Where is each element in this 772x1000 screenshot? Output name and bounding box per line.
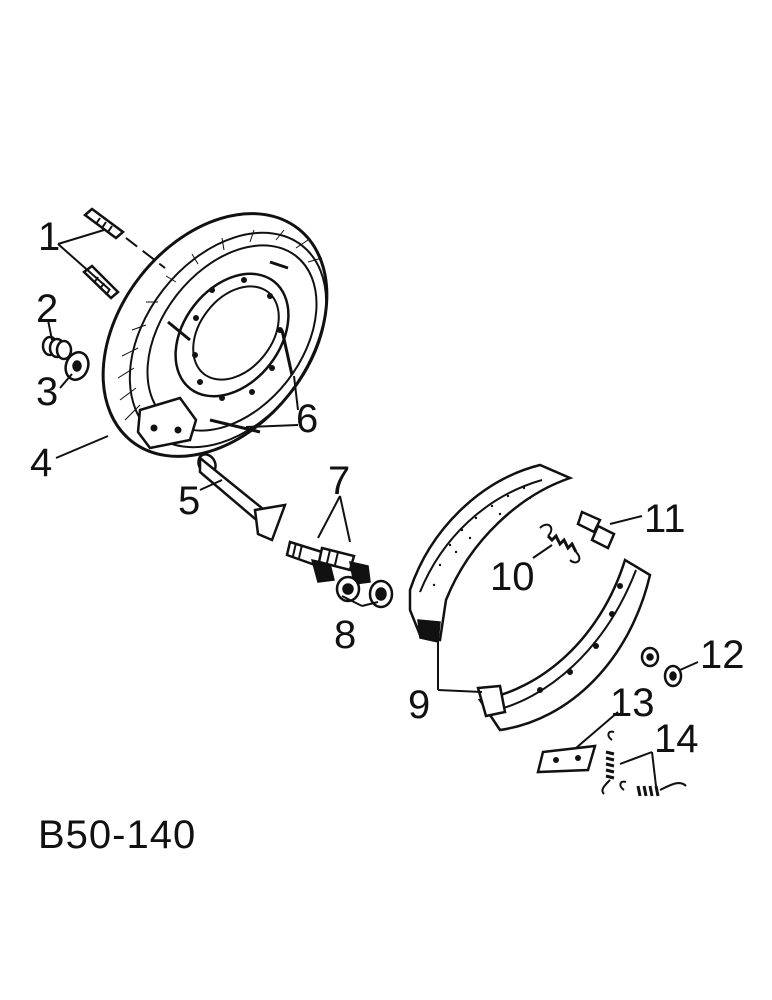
- callout-10: 10: [490, 555, 535, 599]
- nuts: [335, 575, 394, 609]
- flat-washer: [64, 351, 90, 381]
- callout-9: 9: [408, 683, 430, 727]
- brake-shoe-lower: [476, 558, 652, 732]
- callout-13: 13: [610, 681, 655, 725]
- brake-shoe-upper: [408, 463, 574, 643]
- return-springs: [601, 730, 687, 797]
- callout-3: 3: [36, 370, 58, 414]
- adjuster: [576, 510, 616, 550]
- shaft: [197, 453, 287, 542]
- callout-4: 4: [30, 441, 52, 485]
- lining-texture: [432, 486, 532, 587]
- leader-lines: [47, 229, 699, 787]
- callout-1: 1: [38, 215, 60, 259]
- spring-upper: [539, 523, 581, 564]
- bolts: [82, 207, 166, 300]
- callout-7: 7: [328, 459, 350, 503]
- callout-5: 5: [178, 479, 200, 523]
- lock-washers: [41, 335, 73, 361]
- eccentric-pins: [285, 540, 371, 585]
- backing-plate: [101, 212, 329, 458]
- callout-11: 11: [644, 497, 686, 541]
- callout-14: 14: [654, 717, 699, 761]
- figure-code: B50-140: [38, 813, 196, 857]
- callout-8: 8: [334, 613, 356, 657]
- link-plate: [536, 744, 597, 774]
- callout-12: 12: [700, 633, 745, 677]
- plate-rim-hatching: [117, 229, 323, 421]
- callout-6: 6: [296, 397, 318, 441]
- adjuster-nuts: [640, 646, 683, 688]
- callout-2: 2: [36, 287, 58, 331]
